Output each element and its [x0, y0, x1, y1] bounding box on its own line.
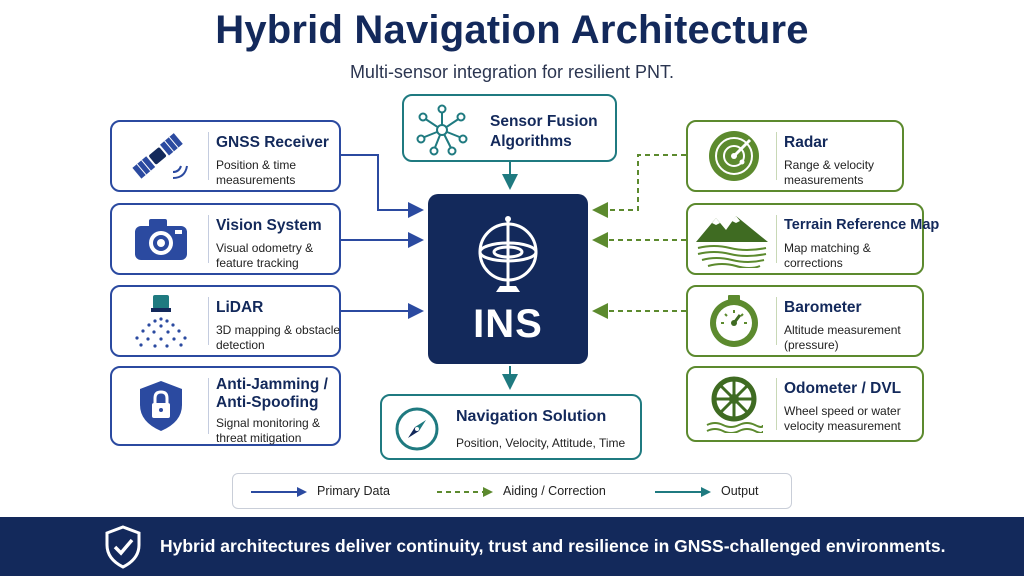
wheel-icon: [698, 375, 770, 433]
lidar-desc: 3D mapping & obstacle detection: [216, 323, 341, 352]
navigation-solution-desc: Position, Velocity, Attitude, Time: [456, 436, 626, 450]
sensor-fusion-title: Sensor Fusion Algorithms: [490, 113, 598, 150]
legend-primary-arrow: [251, 487, 307, 497]
navigation-solution-box: Navigation Solution Position, Velocity, …: [380, 394, 642, 460]
odometer-box: Odometer / DVL Wheel speed or water velo…: [686, 366, 924, 442]
barometer-title: Barometer: [784, 299, 862, 316]
radar-box: Radar Range & velocity measurements: [686, 120, 904, 192]
navigation-solution-title: Navigation Solution: [456, 408, 607, 425]
gnss-desc: Position & time measurements: [216, 158, 297, 187]
legend-output-label: Output: [721, 484, 759, 498]
radar-icon: [698, 127, 770, 185]
odometer-desc: Wheel speed or water velocity measuremen…: [784, 404, 901, 433]
gyroscope-icon: [472, 216, 544, 301]
shield-lock-icon: [122, 377, 200, 435]
gnss-title: GNSS Receiver: [216, 134, 329, 151]
lidar-box: LiDAR 3D mapping & obstacle detection: [110, 285, 341, 357]
barometer-desc: Altitude measurement (pressure): [784, 323, 901, 352]
ins-label: INS: [473, 302, 543, 346]
footer-banner: Hybrid architectures deliver continuity,…: [0, 517, 1024, 576]
legend-primary-label: Primary Data: [317, 484, 390, 498]
barometer-box: Barometer Altitude measurement (pressure…: [686, 285, 924, 357]
arrow-radar: [592, 154, 686, 218]
radar-desc: Range & velocity measurements: [784, 158, 875, 187]
legend-output-arrow: [655, 487, 711, 497]
vision-system-box: Vision System Visual odometry & feature …: [110, 203, 341, 275]
lidar-icon: [122, 292, 200, 350]
page-subtitle: Multi-sensor integration for resilient P…: [349, 62, 675, 82]
legend: Primary Data Aiding / Correction Output: [232, 473, 792, 509]
satellite-icon: [122, 127, 200, 185]
gauge-icon: [698, 292, 770, 350]
mountain-map-icon: [694, 210, 770, 268]
lidar-title: LiDAR: [216, 299, 264, 316]
gnss-receiver-box: GNSS Receiver Position & time measuremen…: [110, 120, 341, 192]
vision-desc: Visual odometry & feature tracking: [216, 241, 314, 270]
terrain-map-box: Terrain Reference Map Map matching & cor…: [686, 203, 939, 275]
footer-text: Hybrid architectures deliver continuity,…: [160, 536, 946, 556]
odometer-title: Odometer / DVL: [784, 380, 902, 397]
anti-jamming-title: Anti-Jamming / Anti-Spoofing: [216, 376, 328, 411]
page-title: Hybrid Navigation Architecture: [215, 8, 809, 52]
vision-title: Vision System: [216, 217, 322, 234]
arrow-gnss: [341, 154, 424, 218]
anti-jamming-desc: Signal monitoring & threat mitigation: [216, 416, 321, 445]
terrain-desc: Map matching & corrections: [784, 241, 871, 270]
legend-aiding-label: Aiding / Correction: [503, 484, 606, 498]
compass-icon: [394, 406, 440, 457]
camera-icon: [122, 210, 200, 268]
ins-core: INS: [428, 194, 588, 364]
shield-check-icon: [104, 525, 142, 574]
anti-jamming-box: Anti-Jamming / Anti-Spoofing Signal moni…: [110, 366, 341, 446]
radar-title: Radar: [784, 134, 828, 151]
sensor-fusion-box: Sensor Fusion Algorithms: [402, 94, 617, 162]
legend-aiding-arrow: [437, 487, 493, 497]
network-nodes-icon: [414, 104, 470, 161]
terrain-title: Terrain Reference Map: [784, 217, 940, 233]
